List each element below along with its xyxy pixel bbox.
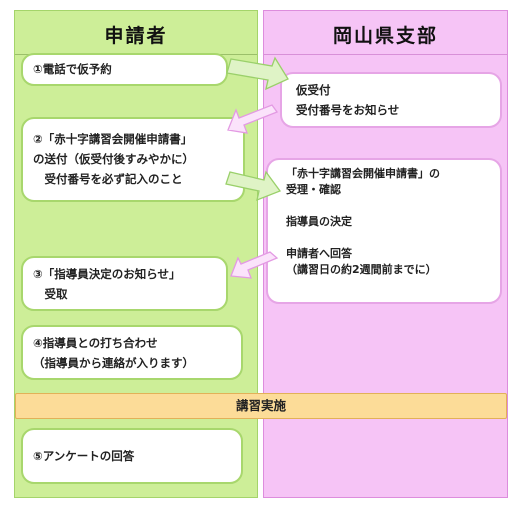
branch-response-2-line xyxy=(286,198,490,214)
step-3-line: 受取 xyxy=(33,287,68,301)
step-2-line: ②「赤十字講習会開催申請書」 xyxy=(33,132,193,146)
branch-response-2-line: 指導員の決定 xyxy=(286,215,352,228)
step-4-line: ④指導員との打ち合わせ xyxy=(33,336,158,350)
branch-column-title: 岡山県支部 xyxy=(332,25,438,47)
branch-response-1-line: 仮受付 xyxy=(296,83,331,97)
step-2-box: ②「赤十字講習会開催申請書」 の送付（仮受付後すみやかに） 受付番号を必ず記入の… xyxy=(21,117,245,202)
step-4-box: ④指導員との打ち合わせ （指導員から連絡が入ります） xyxy=(21,325,243,380)
branch-response-2-line xyxy=(286,230,490,246)
step-2-line: の送付（仮受付後すみやかに） xyxy=(33,152,194,166)
branch-response-2-box: 「赤十字講習会開催申請書」の 受理・確認 指導員の決定 申請者へ回答 （講習日の… xyxy=(266,158,502,304)
step-1-line: ①電話で仮予約 xyxy=(33,62,112,76)
lecture-implementation-banner: 講習実施 xyxy=(15,393,507,419)
branch-response-1-box: 仮受付 受付番号をお知らせ xyxy=(280,72,502,128)
applicant-column-title: 申請者 xyxy=(104,25,168,47)
branch-response-2-line: 申請者へ回答 xyxy=(286,247,352,260)
branch-response-1-line: 受付番号をお知らせ xyxy=(296,103,400,117)
branch-title-divider xyxy=(264,54,507,55)
branch-response-2-line: 「赤十字講習会開催申請書」の xyxy=(286,167,440,180)
step-5-line: ⑤アンケートの回答 xyxy=(33,449,135,463)
step-5-box: ⑤アンケートの回答 xyxy=(21,428,243,484)
branch-response-2-line: 受理・確認 xyxy=(286,183,341,196)
branch-response-2-line: （講習日の約2週間前までに） xyxy=(286,263,437,276)
step-3-box: ③「指導員決定のお知らせ」 受取 xyxy=(21,256,228,311)
step-4-line: （指導員から連絡が入ります） xyxy=(33,356,194,370)
step-2-line: 受付番号を必ず記入のこと xyxy=(33,172,183,186)
step-1-box: ①電話で仮予約 xyxy=(21,53,228,86)
step-3-line: ③「指導員決定のお知らせ」 xyxy=(33,267,181,281)
